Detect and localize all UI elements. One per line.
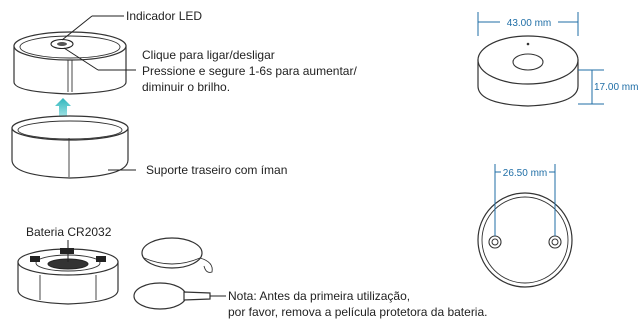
bottom-view-illustration (477, 192, 573, 288)
diameter-label: 43.00 mm (507, 18, 551, 29)
hold-brightness-label-line2: diminuir o brilho. (142, 80, 230, 94)
battery-cell-illustration (141, 237, 213, 273)
assembly-arrow-icon (55, 98, 71, 118)
protective-film-illustration (133, 282, 211, 310)
click-toggle-label: Clique para ligar/desligar (142, 48, 275, 62)
led-indicator-label: Indicador LED (126, 9, 202, 23)
magnet-holder-label: Suporte traseiro com íman (146, 163, 287, 177)
leader-lines (61, 15, 226, 297)
note-line1: Nota: Antes da primeira utilização, (228, 289, 410, 303)
hold-brightness-label-line1: Pressione e segure 1-6s para aumentar/ (142, 64, 357, 78)
battery-compartment-illustration (17, 248, 119, 305)
height-dimension (578, 69, 604, 105)
diameter-dimension (477, 12, 579, 36)
height-label: 17.00 mm (594, 82, 638, 93)
perspective-view-illustration (477, 35, 579, 107)
battery-label: Bateria CR2032 (26, 225, 112, 239)
light-unit-illustration (13, 31, 127, 95)
hole-spacing-label: 26.50 mm (503, 168, 547, 179)
hole-spacing-dimension (494, 164, 556, 236)
touch-button-icon (50, 38, 74, 50)
magnetic-holder-illustration (11, 115, 129, 179)
note-line2: por favor, remova a película protetora d… (228, 305, 487, 319)
